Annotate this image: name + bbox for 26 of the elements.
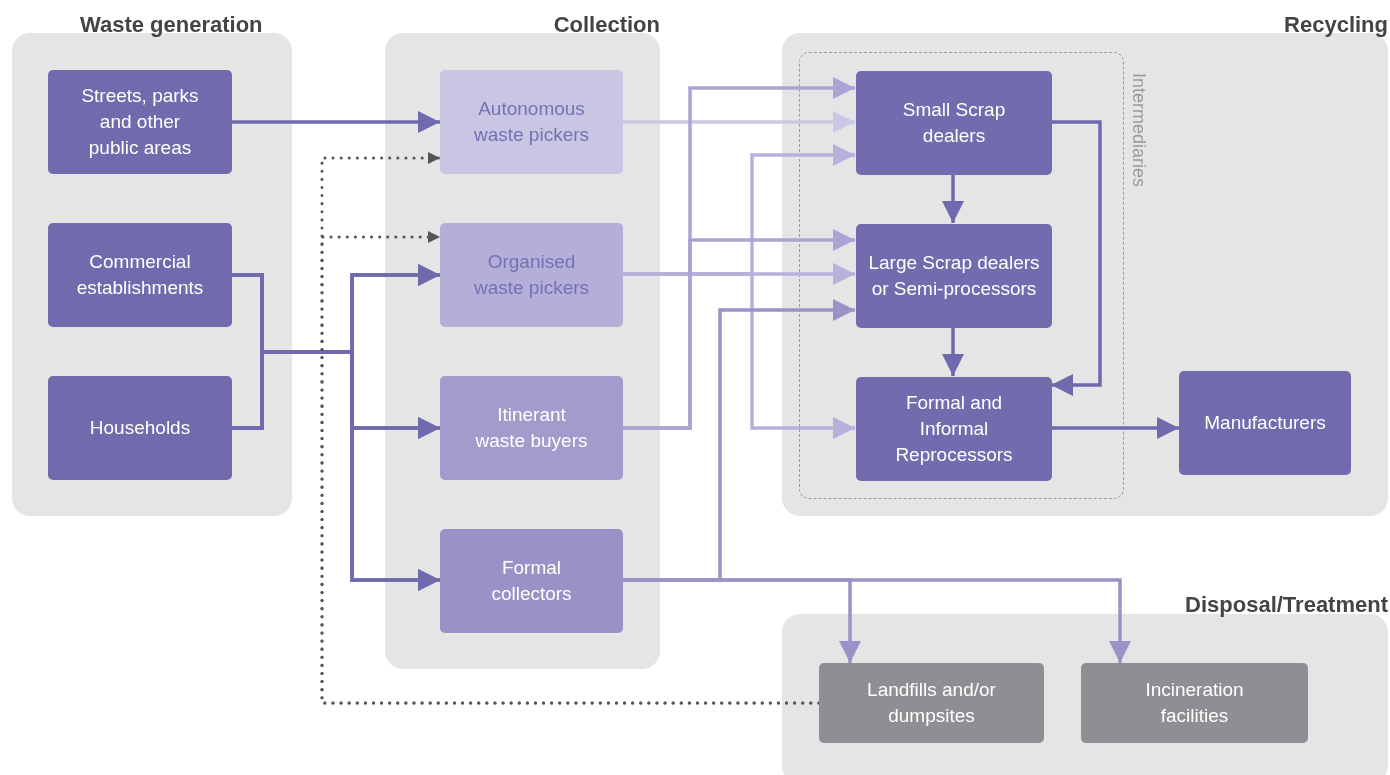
process-box: Autonomous waste pickers — [440, 70, 623, 174]
panel-heading: Waste generation — [80, 12, 263, 38]
flow-arrow — [1051, 120, 1102, 396]
process-box: Formal and Informal Reprocessors — [856, 377, 1052, 481]
group-label: Intermediaries — [1128, 73, 1149, 188]
process-box: Organised waste pickers — [440, 223, 623, 327]
panel-heading: Recycling — [1284, 12, 1388, 38]
process-box: Formal collectors — [440, 529, 623, 633]
process-box: Streets, parks and other public areas — [48, 70, 232, 174]
process-box: Manufacturers — [1179, 371, 1351, 475]
flow-arrow — [232, 111, 440, 133]
process-box: Small Scrap dealers — [856, 71, 1052, 175]
process-box: Households — [48, 376, 232, 480]
flow-arrow — [623, 111, 855, 133]
process-box: Itinerant waste buyers — [440, 376, 623, 480]
process-box: Landfills and/or dumpsites — [819, 663, 1044, 743]
flow-arrow — [623, 229, 855, 430]
panel-heading: Disposal/Treatment — [1185, 592, 1388, 618]
flow-arrow — [232, 350, 440, 591]
process-box: Incineration facilities — [1081, 663, 1308, 743]
flow-arrow — [942, 174, 964, 223]
flow-arrow — [942, 327, 964, 376]
panel-heading: Collection — [553, 12, 660, 38]
flow-arrow — [1051, 417, 1179, 439]
process-box: Large Scrap dealers or Semi-processors — [856, 224, 1052, 328]
process-box: Commercial establishments — [48, 223, 232, 327]
